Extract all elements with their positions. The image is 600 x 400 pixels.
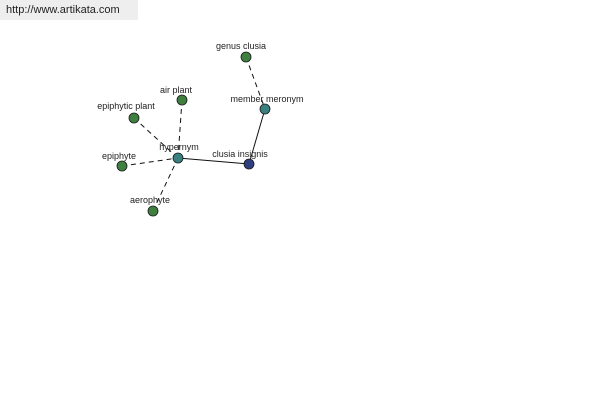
node-air-plant[interactable]: air plant [160,85,193,106]
node-epiphyte[interactable]: epiphyte [102,151,136,172]
node-hypernym[interactable]: hypernym [159,142,199,164]
node-marker-aerophyte[interactable] [147,205,159,217]
edge-epiphytic-plant-to-hypernym [133,117,179,159]
node-marker-epiphytic-plant[interactable] [128,112,140,124]
node-aerophyte[interactable]: aerophyte [130,195,170,217]
url-watermark-bar: http://www.artikata.com [0,0,138,20]
node-label-air-plant: air plant [160,85,193,95]
edge-air-plant-to-hypernym [177,99,183,159]
node-marker-epiphyte[interactable] [116,160,128,172]
edge-aerophyte-to-hypernym [152,157,179,212]
node-label-aerophyte: aerophyte [130,195,170,205]
node-marker-genus-clusia[interactable] [240,51,252,63]
node-label-epiphyte: epiphyte [102,151,136,161]
node-genus-clusia[interactable]: genus clusia [216,41,266,63]
edges [121,56,266,212]
url-watermark: http://www.artikata.com [6,4,120,16]
node-label-hypernym: hypernym [159,142,199,152]
edge-genus-clusia-to-member-meronym [245,56,266,110]
node-clusia-insignis[interactable]: clusia insignis [212,149,268,170]
node-marker-clusia-insignis[interactable] [243,158,255,170]
node-marker-hypernym[interactable] [172,152,184,164]
node-epiphytic-plant[interactable]: epiphytic plant [97,101,155,124]
node-label-member-meronym: member meronym [230,94,303,104]
edge-epiphyte-to-hypernym [121,157,179,167]
node-member-meronym[interactable]: member meronym [230,94,304,115]
node-marker-air-plant[interactable] [176,94,188,106]
node-label-clusia-insignis: clusia insignis [212,149,268,159]
node-label-epiphytic-plant: epiphytic plant [97,101,155,111]
node-marker-member-meronym[interactable] [259,103,271,115]
nodes: clusia insignis member meronym genus clusi… [97,41,304,217]
edge-member-meronym-to-clusia-insignis [248,108,266,165]
node-label-genus-clusia: genus clusia [216,41,266,51]
edge-hypernym-to-clusia-insignis [177,157,250,165]
